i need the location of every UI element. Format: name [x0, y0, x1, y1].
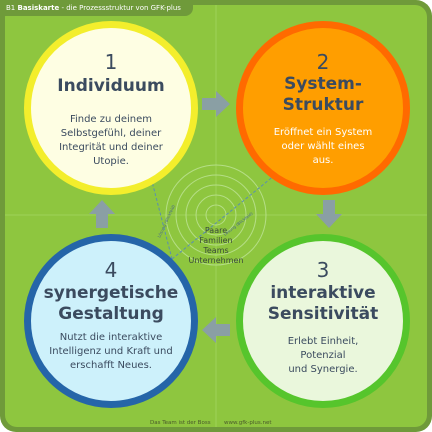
circle-4-text: Nutzt die interaktive Intelligenz und Kr…	[41, 331, 181, 373]
circle-interaktive-sensitivitaet: 3 interaktive Sensitivität Erlebt Einhei…	[236, 234, 410, 408]
circle-1-text-line: Integrität und deiner	[59, 142, 163, 153]
circle-3-text-line: Potenzial	[300, 350, 346, 361]
circle-system-struktur: 2 System- Struktur Eröffnet ein System o…	[236, 21, 410, 195]
arrow-4-to-1	[89, 200, 115, 228]
circle-3-title-line: interaktive	[270, 283, 376, 303]
circle-2-text-line: Eröffnet ein System	[273, 127, 373, 138]
header-title: Basiskarte	[17, 4, 60, 12]
circle-1-title: Individuum	[31, 76, 191, 97]
circle-individuum: 1 Individuum Finde zu deinem Selbstgefüh…	[24, 21, 198, 195]
circle-synergetische-gestaltung: 4 synergetische Gestaltung Nutzt die int…	[24, 234, 198, 408]
circle-2-number: 2	[316, 50, 330, 74]
center-label: Paare	[204, 226, 228, 235]
center-label: Unternehmen	[188, 256, 244, 265]
circle-3-text-line: und Synergie.	[288, 364, 358, 375]
footer-right[interactable]: www.gfk-plus.net	[224, 420, 272, 426]
circle-1-text-line: Selbstgefühl, deiner	[60, 128, 162, 139]
header-badge: B1 Basiskarte - die Prozessstruktur von …	[0, 0, 193, 16]
circle-4-title-line: synergetische	[43, 283, 179, 303]
header-number: B1	[6, 4, 16, 12]
circle-4-title-line: Gestaltung	[58, 304, 164, 324]
target-rings	[165, 164, 267, 266]
circle-1-text-line: Utopie.	[93, 156, 129, 167]
circle-1-number: 1	[104, 50, 118, 74]
circle-2-text-line: aus.	[312, 155, 334, 166]
circle-3-text-line: Erlebt Einheit,	[287, 336, 359, 347]
circle-1-title-line: Individuum	[57, 76, 165, 96]
center-group-labels: Paare Familien Teams Unternehmen	[176, 226, 256, 266]
circle-4-text-line: erschafft Neues.	[70, 360, 152, 371]
circle-3-title: interaktive Sensitivität	[243, 283, 403, 325]
circle-2-text: Eröffnet ein System oder wählt eines aus…	[259, 126, 387, 168]
circle-2-title: System- Struktur	[243, 74, 403, 116]
circle-4-number: 4	[104, 258, 118, 282]
header-subtitle: - die Prozessstruktur von GFK-plus	[61, 4, 181, 12]
center-label: Teams	[203, 246, 229, 255]
circle-1-text-line: Finde zu deinem	[69, 114, 153, 125]
circle-2-title-line: Struktur	[282, 95, 364, 115]
circle-3-number: 3	[316, 258, 330, 282]
circle-3-text: Erlebt Einheit, Potenzial und Synergie.	[259, 335, 387, 377]
circle-4-text-line: Nutzt die interaktive	[59, 332, 163, 343]
flow-arrows	[89, 91, 342, 343]
circle-4-title: synergetische Gestaltung	[31, 283, 191, 325]
circle-3-title-line: Sensitivität	[267, 304, 379, 324]
circle-1-text: Finde zu deinem Selbstgefühl, deiner Int…	[47, 113, 175, 169]
arrow-3-to-4	[202, 317, 230, 343]
circle-4-text-line: Intelligenz und Kraft und	[49, 346, 173, 357]
circle-2-title-line: System-	[284, 74, 362, 94]
center-label: Familien	[199, 236, 233, 245]
arrow-2-to-3	[316, 200, 342, 228]
arrow-1-to-2	[202, 91, 230, 117]
circle-2-text-line: oder wählt eines	[281, 141, 365, 152]
footer-left: Das Team ist der Boss	[150, 420, 211, 426]
